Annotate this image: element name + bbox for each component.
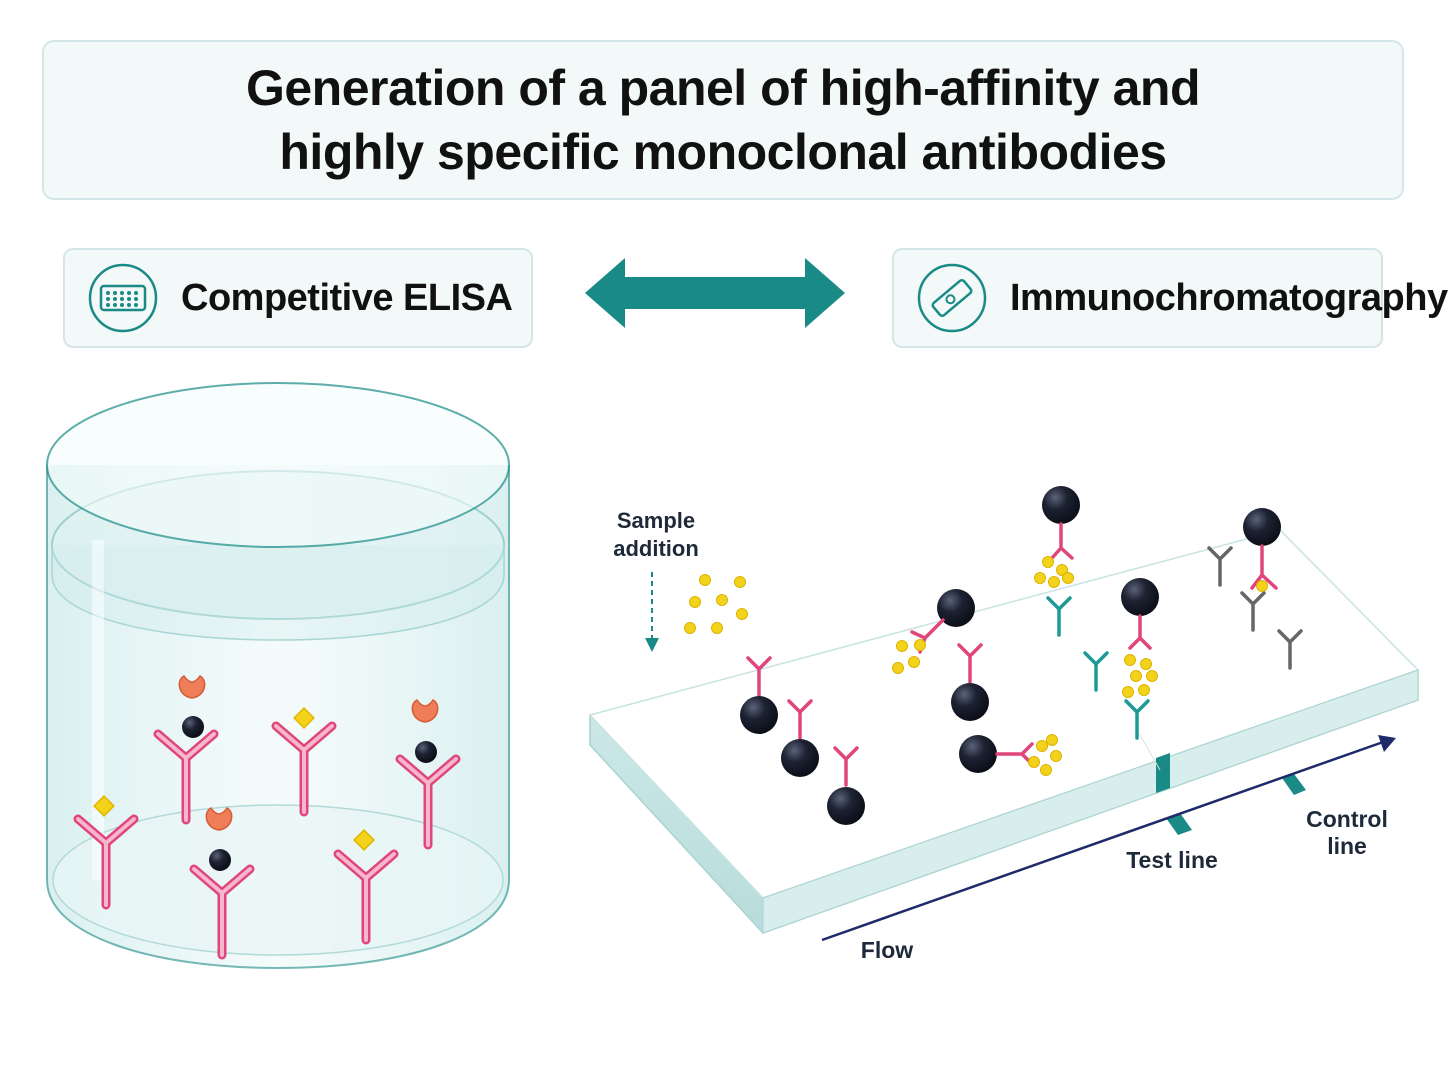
conjugate-bound: [1121, 578, 1159, 740]
elisa-well: [46, 382, 510, 970]
control-line-marker: [1282, 774, 1306, 795]
competitive-elisa-card: Competitive ELISA: [63, 248, 533, 348]
test-strip-icon: [917, 263, 987, 333]
test-line-marker: [1156, 753, 1170, 793]
test-line-label: Test line: [1126, 847, 1218, 873]
conjugate-bound: [892, 589, 975, 674]
control-line-label-2: line: [1327, 833, 1367, 859]
competitive-elisa-label: Competitive ELISA: [181, 276, 513, 319]
title-banner: Generation of a panel of high-affinity a…: [42, 40, 1404, 200]
title-line-1: Generation of a panel of high-affinity a…: [245, 60, 1201, 116]
immunochromatography-label: Immunochromatography: [1010, 276, 1448, 319]
sample-antigens: [684, 574, 748, 634]
control-line-label-1: Control: [1306, 806, 1388, 832]
sample-addition-label-1: Sample: [617, 508, 695, 533]
sample-addition-label-2: addition: [613, 536, 699, 561]
conjugate-bound: [1034, 486, 1080, 637]
title-line-2: highly specific monoclonal antibodies: [279, 124, 1167, 180]
flow-arrow: [821, 739, 1387, 942]
conjugate-bound: [959, 734, 1062, 776]
test-strip: [588, 529, 1420, 934]
conjugate-bound: [1243, 508, 1281, 592]
double-arrow-icon: [585, 258, 845, 328]
immunochromatography-card: Immunochromatography: [892, 248, 1448, 348]
flow-label: Flow: [861, 937, 913, 963]
microplate-icon: [88, 263, 158, 333]
